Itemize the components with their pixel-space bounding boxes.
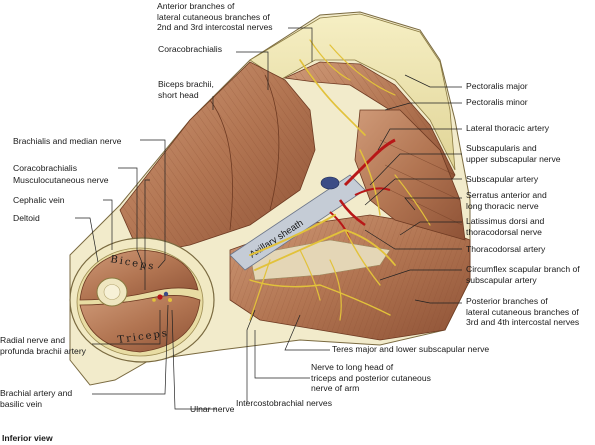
- label-biceps-short-head: Biceps brachii, short head: [158, 79, 214, 100]
- label-radial-nerve: Radial nerve and profunda brachii artery: [0, 335, 86, 356]
- label-subscapular-artery: Subscapular artery: [466, 174, 539, 184]
- label-latissimus: Latissimus dorsi and thoracodorsal nerve: [466, 216, 545, 237]
- label-ulnar-nerve: Ulnar nerve: [190, 404, 235, 414]
- label-circumflex: Circumflex scapular branch of subscapula…: [466, 264, 580, 285]
- label-coracobrachialis-top: Coracobrachialis: [158, 44, 223, 54]
- label-anterior-branches: Anterior branches of lateral cutaneous b…: [157, 1, 273, 33]
- label-teres-major: Teres major and lower subscapular nerve: [332, 344, 490, 354]
- label-brachialis-median: Brachialis and median nerve: [13, 136, 122, 146]
- leader-lines: [75, 27, 462, 410]
- view-label: Inferior view: [2, 433, 53, 443]
- label-nerve-long-head: Nerve to long head of triceps and poster…: [311, 362, 431, 394]
- label-thoracodorsal-artery: Thoracodorsal artery: [466, 244, 546, 254]
- arm-cross-section: Biceps Triceps: [69, 237, 215, 363]
- label-deltoid: Deltoid: [13, 213, 40, 223]
- nerves: [249, 39, 431, 321]
- label-brachial-artery: Brachial artery and basilic vein: [0, 388, 73, 409]
- label-lateral-thoracic: Lateral thoracic artery: [466, 123, 550, 133]
- label-intercostobrachial: Intercostobrachial nerves: [236, 398, 333, 408]
- posterior-wall: [229, 214, 471, 341]
- label-pectoralis-minor: Pectoralis minor: [466, 97, 528, 107]
- label-cephalic-vein: Cephalic vein: [13, 195, 65, 205]
- label-coracobrachialis-left: Coracobrachialis: [13, 163, 78, 173]
- label-posterior-branches: Posterior branches of lateral cutaneous …: [466, 296, 580, 328]
- label-subscapularis: Subscapularis and upper subscapular nerv…: [466, 143, 561, 164]
- label-musculocutaneous: Musculocutaneous nerve: [13, 175, 109, 185]
- label-pectoralis-major: Pectoralis major: [466, 81, 528, 91]
- label-serratus: Serratus anterior and long thoracic nerv…: [466, 190, 547, 211]
